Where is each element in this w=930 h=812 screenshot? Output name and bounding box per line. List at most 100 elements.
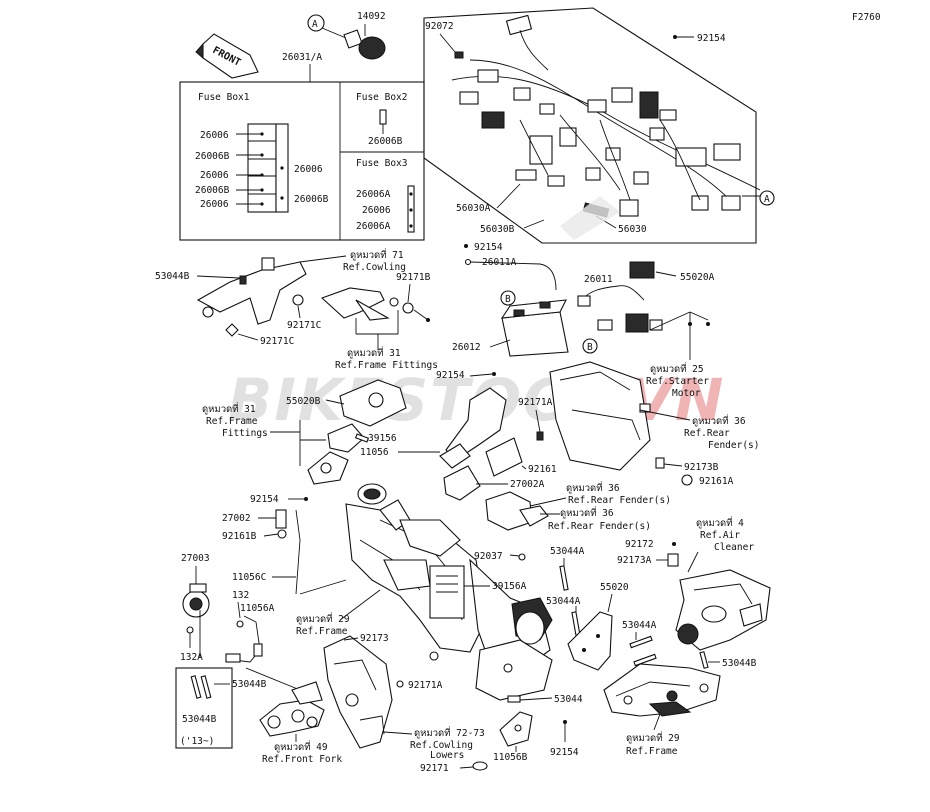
part-number: 92173A (617, 555, 652, 566)
marker-a-icon (307, 14, 325, 32)
fuse-label: 26006A (356, 221, 391, 232)
battery-section: 92154 26011A B 26012 26011 B 55020A ดูหม… (452, 242, 715, 399)
battery-tray: ดูหมวดที่ 36 Ref.Rear Fender(s) 92173B 9… (549, 361, 759, 487)
part-number: 11056 (360, 447, 389, 458)
ref-title: ดูหมวดที่ 31 (347, 346, 401, 359)
part-number: 92173 (360, 633, 389, 644)
marker-b-icon (500, 290, 516, 306)
ref-title: ดูหมวดที่ 36 (566, 481, 620, 494)
fuse-label: 26006A (356, 189, 391, 200)
cap-part: A 14092 26031/A (282, 11, 386, 82)
fuse-label: 26006 (200, 170, 229, 181)
ref-sub: Ref.Cowling (343, 262, 406, 273)
fuse-box1-title: Fuse Box1 (198, 92, 250, 103)
part-number: 11056A (240, 603, 275, 614)
part-number: 92154 (474, 242, 503, 253)
part-number: 14092 (357, 11, 386, 22)
part-number: 92154 (550, 747, 579, 758)
ref-title: ดูหมวดที่ 49 (274, 740, 328, 753)
figure-code: F2760 (852, 12, 881, 23)
ref-sub: Motor (672, 388, 701, 399)
fuse-block-1 (247, 123, 277, 213)
inset-note: ('13~) (180, 736, 214, 747)
inset-box: 53044B 53044B ('13~) (175, 667, 267, 749)
part-number: 92072 (425, 21, 454, 32)
part-number: 55020 (600, 582, 629, 593)
fuse-box3-title: Fuse Box3 (356, 158, 407, 169)
relay-icon (629, 261, 655, 279)
ref-sub: Ref.Front Fork (262, 754, 342, 765)
fuse-label: 26006B (368, 136, 403, 147)
main-frame: 39156A ดูหมวดที่ 29 Ref.Frame (296, 483, 553, 701)
fuse-label: 26006B (195, 185, 230, 196)
part-number: 92161 (528, 464, 557, 475)
ref-sub: Ref.Frame (296, 626, 348, 637)
part-number: 53044B (155, 271, 190, 282)
main-harness: 92072 92154 A 56030A 56030B 56030 (425, 14, 775, 240)
ref-title: ดูหมวดที่ 31 (202, 402, 256, 415)
marker-b: B (587, 342, 593, 353)
part-number: 132A (180, 652, 203, 663)
battery-icon (501, 311, 569, 357)
marker-a-icon (759, 190, 775, 206)
right-plate: 53044A 53044A 55020 53044A (546, 546, 657, 671)
fuse-label: 26006B (195, 151, 230, 162)
ref-sub: Ref.Rear Fender(s) (548, 521, 651, 532)
part-number: 53044A (550, 546, 585, 557)
fuse-box2-title: Fuse Box2 (356, 92, 407, 103)
part-number: 53044 (554, 694, 583, 705)
ref-title: ดูหมวดที่ 29 (296, 612, 350, 625)
ref-sub: Ref.Air (700, 530, 740, 541)
part-number: 56030 (618, 224, 647, 235)
marker-a: A (312, 19, 318, 30)
frame-fitting-bracket: 92171B ดูหมวดที่ 31 Ref.Frame Fittings (320, 272, 438, 371)
ref-sub: Fender(s) (708, 440, 759, 451)
part-number: 92171B (396, 272, 431, 283)
ref-title: ดูหมวดที่ 36 (692, 414, 746, 427)
air-cleaner-section: ดูหมวดที่ 4 Ref.Air Cleaner 92172 92173A (617, 516, 771, 651)
ref-sub: Ref.Frame (626, 746, 678, 757)
ref-title: ดูหมวดที่ 36 (560, 506, 614, 519)
fuse-box-panel: Fuse Box1 Fuse Box2 Fuse Box3 26006 2600… (179, 81, 425, 241)
part-number: 92154 (436, 370, 465, 381)
fuse-label: 26006 (200, 130, 229, 141)
part-number: 92154 (250, 494, 279, 505)
ref-sub: Ref.Frame (206, 416, 258, 427)
part-number: 132 (232, 590, 249, 601)
part-number: 92037 (474, 551, 503, 562)
part-number: 27002A (510, 479, 545, 490)
bottom-bracket: 11056B 53044 92154 (493, 694, 583, 763)
part-number: 56030A (456, 203, 491, 214)
fuse-label: 26006 (200, 199, 229, 210)
horn-section: 92154 27002 92161B 11056C 27003 132 1105… (180, 494, 347, 663)
part-number: 26011 (584, 274, 613, 285)
rear-frame-bracket: 53044B ดูหมวดที่ 29 Ref.Frame (603, 651, 757, 757)
fork-bracket: ดูหมวดที่ 49 Ref.Front Fork (199, 610, 342, 765)
part-number: 53044A (546, 596, 581, 607)
part-number: 92161A (699, 476, 734, 487)
center-brackets: 92154 92171A 92161 27002A ดูหมวดที่ 36 R… (436, 370, 671, 562)
ref-sub: Ref.Frame Fittings (335, 360, 438, 371)
part-number: 92171C (287, 320, 321, 331)
ref-title: ดูหมวดที่ 29 (626, 731, 680, 744)
ref-71: ดูหมวดที่ 71 Ref.Cowling (299, 248, 406, 273)
part-number: 39156 (368, 433, 397, 444)
part-number: 11056C (232, 572, 266, 583)
ref-title: ดูหมวดที่ 25 (650, 362, 704, 375)
part-number: 92171 (420, 763, 449, 774)
ref-title: ดูหมวดที่ 72-73 (414, 726, 485, 739)
part-number: 53044B (232, 679, 267, 690)
part-number: 56030B (480, 224, 515, 235)
ref-sub: Ref.Rear (684, 428, 730, 439)
marker-b-icon (582, 338, 598, 354)
part-number: 55020B (286, 396, 321, 407)
part-number: 92171C (260, 336, 294, 347)
part-number: 11056B (493, 752, 528, 763)
part-number: 53044B (722, 658, 757, 669)
part-number: 92161B (222, 531, 257, 542)
part-number: 39156A (492, 581, 527, 592)
part-number: 26011A (482, 257, 517, 268)
fuse-label: 26006 (362, 205, 391, 216)
fuse-label: 26006 (294, 164, 323, 175)
